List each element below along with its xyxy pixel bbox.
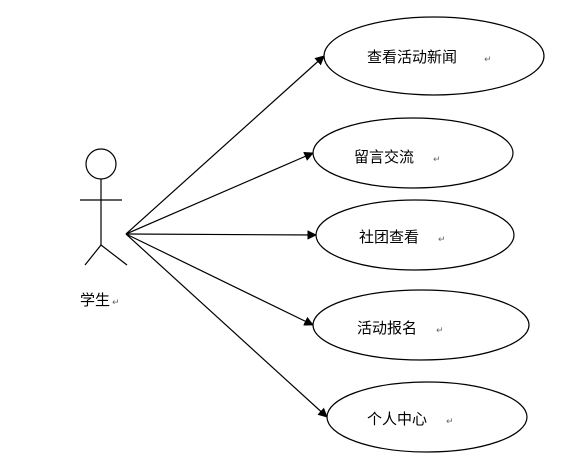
actor-paragraph-mark: ↵ [112, 298, 120, 308]
use-case-2: 留言交流 ↵ [312, 117, 514, 189]
actor-label: 学生 [80, 291, 110, 309]
use-case-label: 查看活动新闻 [367, 48, 457, 66]
use-case-label: 活动报名 [357, 319, 417, 337]
use-case-paragraph-mark: ↵ [438, 235, 446, 245]
use-case-paragraph-mark: ↵ [433, 155, 441, 165]
use-case-ellipse [312, 117, 514, 189]
actor-left-leg [84, 244, 102, 266]
use-case-label: 留言交流 [354, 148, 414, 166]
actor-head [85, 148, 117, 180]
arrow-to-use-case-5 [125, 233, 328, 418]
associations [125, 55, 328, 418]
use-case-ellipse [312, 289, 530, 361]
use-case-label: 社团查看 [359, 228, 419, 246]
arrow-to-use-case-4 [125, 233, 314, 326]
use-case-paragraph-mark: ↵ [484, 55, 492, 65]
use-case-label: 个人中心 [367, 410, 427, 428]
use-case-3: 社团查看 ↵ [315, 199, 515, 271]
use-case-ellipse [326, 381, 528, 453]
use-case-1: 查看活动新闻 ↵ [323, 16, 545, 96]
use-case-paragraph-mark: ↵ [446, 417, 454, 427]
use-case-paragraph-mark: ↵ [436, 326, 444, 336]
actor-student: 学生 ↵ [80, 148, 128, 309]
use-case-4: 活动报名 ↵ [312, 289, 530, 361]
actor-right-leg [100, 244, 128, 266]
arrow-to-use-case-2 [125, 152, 314, 235]
use-case-ellipse [315, 199, 515, 271]
arrow-to-use-case-3 [125, 230, 317, 240]
use-case-5: 个人中心 ↵ [326, 381, 528, 453]
arrow-to-use-case-1 [125, 55, 325, 235]
use-case-ellipse [323, 16, 545, 96]
